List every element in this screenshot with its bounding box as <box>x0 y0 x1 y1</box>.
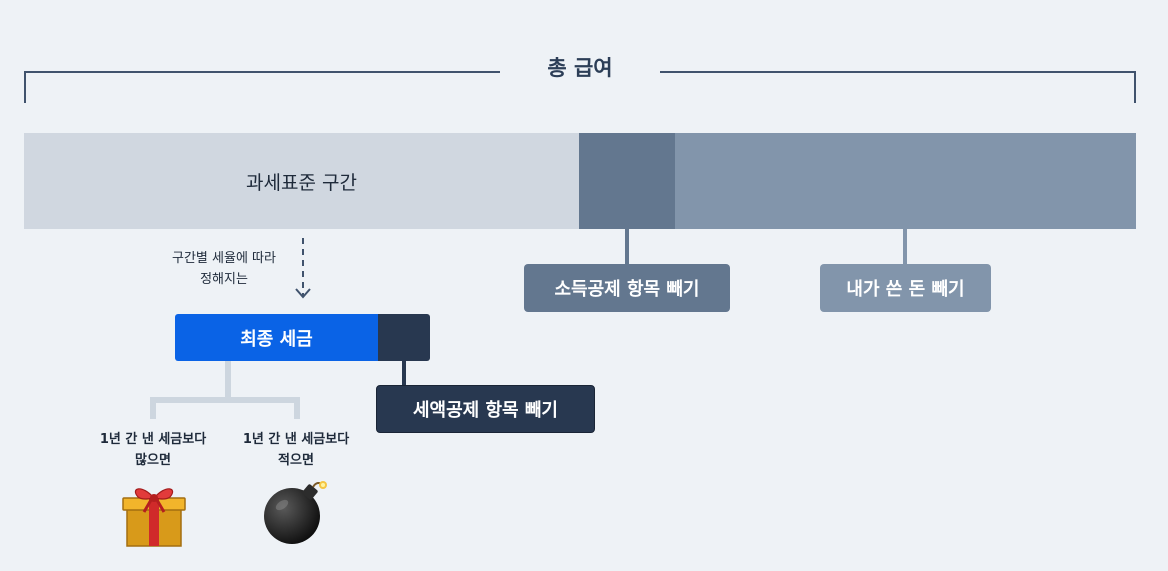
income-deduction-pill: 소득공제 항목 빼기 <box>524 264 730 312</box>
income-deduction-segment <box>579 133 675 229</box>
total-salary-title: 총 급여 <box>547 56 613 80</box>
tree-stem <box>225 361 231 399</box>
tree-right-leg <box>294 397 300 419</box>
tax-credit-pill: 세액공제 항목 빼기 <box>376 385 595 433</box>
final-tax-credit-part <box>378 314 430 361</box>
bracket-right-tick <box>1134 71 1136 103</box>
spent-money-pill: 내가 쓴 돈 빼기 <box>820 264 991 312</box>
spent-money-connector <box>903 229 907 265</box>
tax-base-segment: 과세표준 구간 <box>24 133 579 229</box>
outcome-more-line1: 1년 간 낸 세금보다 <box>99 432 207 447</box>
dashed-down-arrow-icon <box>295 238 311 299</box>
final-tax-box: 최종 세금 <box>175 314 430 361</box>
outcome-less-line2: 적으면 <box>278 453 314 468</box>
final-tax-label: 최종 세금 <box>175 314 378 361</box>
tax-rate-note-line2: 정해지는 <box>200 272 248 287</box>
tree-left-leg <box>150 397 156 419</box>
tree-branch <box>150 397 300 403</box>
outcome-more-line2: 많으면 <box>135 453 171 468</box>
gift-icon <box>122 488 186 547</box>
income-deduction-connector <box>625 229 629 265</box>
outcome-less-line1: 1년 간 낸 세금보다 <box>242 432 350 447</box>
bracket-left-tick <box>24 71 26 103</box>
tax-rate-note-line1: 구간별 세율에 따라 <box>172 251 276 266</box>
spent-money-segment <box>675 133 1136 229</box>
bracket-right-line <box>660 71 1136 73</box>
bomb-icon <box>264 481 327 544</box>
tax-base-label: 과세표준 구간 <box>246 171 357 194</box>
tax-credit-connector <box>402 361 406 386</box>
outcome-more-text: 1년 간 낸 세금보다 많으면 <box>78 429 228 471</box>
bracket-left-line <box>24 71 500 73</box>
outcome-less-text: 1년 간 낸 세금보다 적으면 <box>221 429 371 471</box>
tax-rate-note: 구간별 세율에 따라 정해지는 <box>150 248 298 290</box>
